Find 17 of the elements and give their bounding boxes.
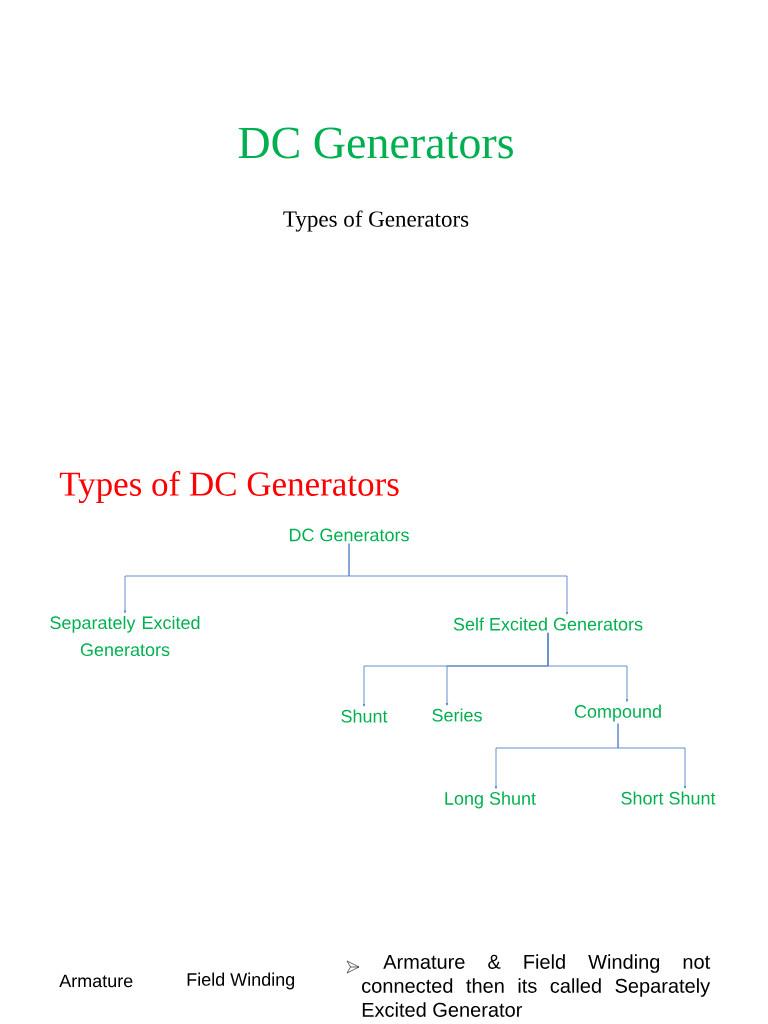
tree-node-label: Short Shunt bbox=[621, 791, 716, 805]
slide-title: DC Generators bbox=[238, 127, 513, 159]
tree-node-label: DC Generators bbox=[289, 528, 409, 542]
section-title: Types of DC Generators bbox=[59, 470, 399, 504]
bullet-text: Armature & Field Winding not connected then its called Separately Excited Generator bbox=[362, 954, 711, 1017]
arrow bbox=[617, 723, 687, 789]
text-label: Armature bbox=[59, 974, 133, 988]
arrow bbox=[348, 543, 569, 615]
tree-node-label: Series bbox=[432, 708, 482, 722]
tree-node-label: Shunt bbox=[341, 709, 388, 723]
tree-node-label: Long Shunt bbox=[445, 791, 536, 809]
tree-node-label: Separately Excited Generators bbox=[50, 615, 200, 657]
arrow bbox=[547, 632, 629, 702]
subtitle: Types of Generators bbox=[283, 210, 469, 232]
tree-node-label: Compound bbox=[574, 704, 661, 722]
text-label: Field Winding bbox=[187, 972, 295, 990]
tree-node-label: Self Excited Generators bbox=[453, 617, 643, 631]
